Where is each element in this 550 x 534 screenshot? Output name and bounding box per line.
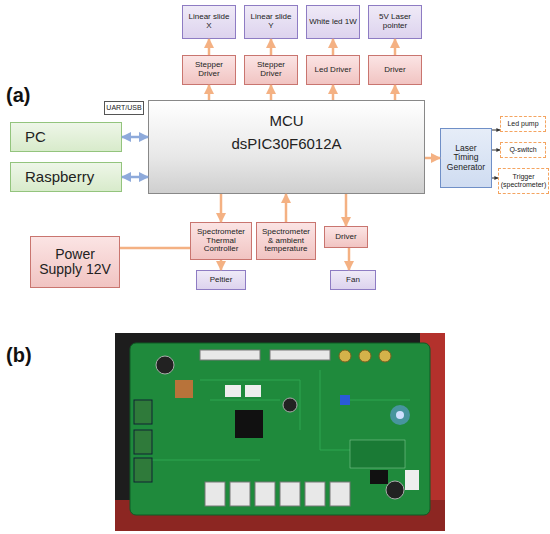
box-title: PC	[25, 129, 46, 146]
box-title: Spectrometer Thermal Controller	[193, 228, 249, 254]
connectors	[200, 350, 350, 506]
silkscreen-box	[350, 440, 405, 468]
box-title: Spectrometer & ambient temperature	[259, 228, 313, 254]
box-title: MCU	[269, 113, 303, 130]
device-box: Fan	[330, 270, 376, 290]
connector-arrow	[394, 39, 397, 55]
connector-arrow	[208, 39, 211, 55]
interface-label-box: UART/USB	[104, 101, 144, 115]
driver-box: Stepper Driver	[182, 55, 236, 85]
host-box: Raspberry	[10, 162, 122, 192]
device-box: Linear slide X	[182, 5, 236, 39]
panel-label: (a)	[6, 84, 30, 107]
connector-arrow	[394, 85, 397, 100]
box-title: Laser Timing Generator	[443, 144, 489, 172]
device-box: Linear slide Y	[244, 5, 298, 39]
connector-arrow	[120, 247, 190, 250]
dip-switch	[370, 470, 388, 484]
controller-box: Spectrometer Thermal Controller	[190, 222, 252, 260]
driver-box: Driver	[368, 55, 422, 85]
trimmer	[340, 395, 350, 405]
output-box: Led pump	[500, 116, 546, 132]
connector-arrow	[332, 39, 335, 55]
connector-arrow	[348, 248, 351, 270]
power-box: Power Supply 12V	[30, 236, 120, 288]
timing-generator-box: Laser Timing Generator	[440, 128, 492, 188]
capacitors	[156, 356, 404, 499]
led-glow	[390, 405, 410, 425]
box-title: Fan	[346, 276, 360, 285]
connector-arrow	[122, 136, 148, 139]
driver-box: Led Driver	[306, 55, 360, 85]
box-title: Led pump	[507, 120, 538, 128]
connector-arrow	[270, 39, 273, 55]
panel-label: (b)	[6, 344, 32, 367]
connector-arrow	[492, 178, 498, 179]
box-title: Peltier	[210, 276, 233, 285]
box-title: Stepper Driver	[185, 61, 233, 79]
box-title: White led 1W	[309, 18, 357, 27]
mcu-box: MCU dsPIC30F6012A	[148, 100, 425, 194]
connector-arrow	[220, 194, 223, 222]
device-box: Peltier	[196, 270, 246, 290]
box-title: Power Supply 12V	[33, 247, 117, 278]
host-box: PC	[10, 122, 122, 152]
connector-arrow	[332, 85, 335, 100]
connector-arrow	[220, 260, 223, 270]
connector-arrow	[425, 157, 440, 160]
connector-arrow	[122, 176, 148, 179]
box-title: UART/USB	[106, 104, 141, 112]
box-title: Driver	[335, 233, 356, 242]
device-box: 5V Laser pointer	[368, 5, 422, 39]
box-title: 5V Laser pointer	[371, 13, 419, 31]
box-title: Q-switch	[509, 146, 536, 154]
box-title: Linear slide Y	[247, 13, 295, 31]
box-title: Stepper Driver	[247, 61, 295, 79]
output-box: Q-switch	[500, 142, 546, 158]
sensor-box: Spectrometer & ambient temperature	[256, 222, 316, 260]
driver-box: Stepper Driver	[244, 55, 298, 85]
box-title: Trigger (spectrometer)	[501, 173, 547, 188]
box-title: Raspberry	[25, 169, 94, 186]
photo-frame	[115, 333, 445, 531]
box-title: Linear slide X	[185, 13, 233, 31]
mcu-chip	[235, 410, 263, 438]
pcb-board	[130, 343, 430, 515]
inductor	[175, 380, 193, 398]
device-box: White led 1W	[306, 5, 360, 39]
connector-arrow	[270, 85, 273, 100]
connector-arrow	[492, 150, 500, 151]
output-box: Trigger (spectrometer)	[498, 168, 549, 194]
connector-arrow	[208, 85, 211, 100]
driver-box: Driver	[324, 226, 368, 248]
terminal-blocks	[134, 400, 152, 482]
connector-arrow	[345, 194, 348, 226]
relays	[225, 385, 261, 397]
header	[405, 470, 419, 490]
box-subtitle: dsPIC30F6012A	[231, 136, 341, 153]
coax-connectors	[339, 350, 391, 362]
box-title: Led Driver	[315, 66, 352, 75]
blue-led	[396, 411, 404, 419]
connector-arrow	[492, 130, 500, 131]
box-title: Driver	[384, 66, 405, 75]
connector-arrow	[285, 194, 288, 222]
